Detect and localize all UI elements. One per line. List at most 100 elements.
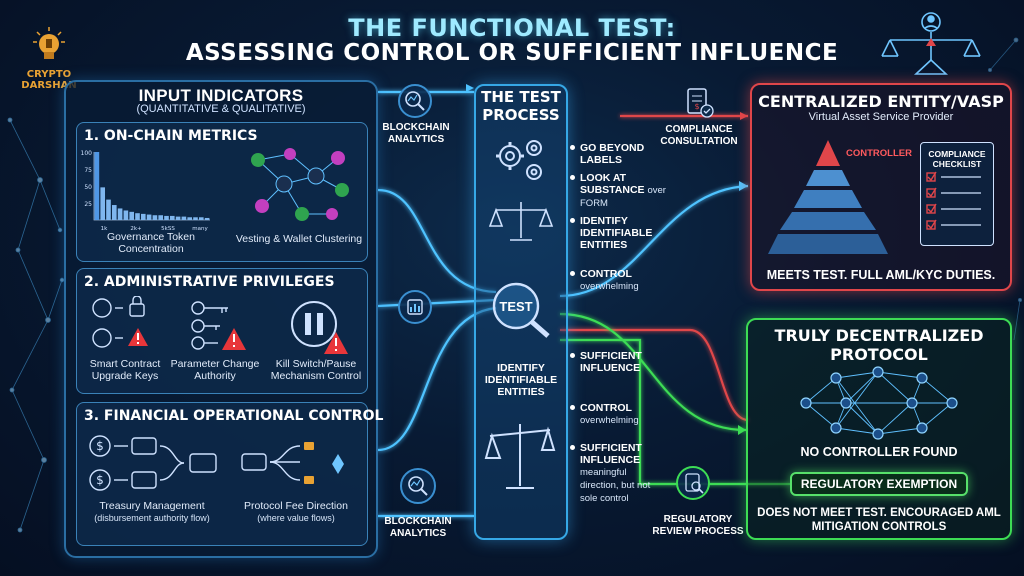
bullet-control-bottom: CONTROL overwhelming <box>570 402 660 427</box>
chart-bar <box>187 217 192 220</box>
balance-scale-icon <box>881 12 981 75</box>
lightbulb-icon <box>33 27 65 59</box>
gears-icon <box>496 140 542 180</box>
fee-direction-sublabel: (where value flows) <box>257 513 335 523</box>
test-lens-label: TEST <box>499 299 533 314</box>
chart-bar <box>170 215 175 220</box>
logo-text-line1: CRYPTO <box>26 69 72 80</box>
regulatory-exemption-badge: REGULATORY EXEMPTION <box>790 472 968 496</box>
test-lens-icon <box>492 282 550 338</box>
compliance-document-icon: $ <box>687 88 714 118</box>
chart-bar <box>106 199 111 220</box>
compliance-checklist: COMPLIANCE CHECKLIST <box>920 142 994 246</box>
chart-bar <box>94 152 100 220</box>
chart-bar <box>141 213 146 220</box>
centralized-subtitle: Virtual Asset Service Provider <box>808 111 954 123</box>
blockchain-analytics-bottom-label: BLOCKCHAIN ANALYTICS <box>384 516 452 539</box>
treasury-management-label: Treasury Management <box>99 500 205 512</box>
bullet-text: CONTROL <box>580 402 632 414</box>
magnifier-chart-icon <box>405 91 425 111</box>
chart-bar <box>135 213 140 220</box>
chart-bar <box>152 215 158 220</box>
bullet-text: SUFFICIENT INFLUENCE <box>580 350 642 374</box>
treasury-management-sublabel: (disbursement authority flow) <box>94 513 210 523</box>
chart-bar <box>146 214 152 220</box>
admin-privileges-title: 2. ADMINISTRATIVE PRIVILEGES <box>84 274 335 290</box>
bullet-subtext: overwhelming <box>580 415 639 426</box>
centralized-title: CENTRALIZED ENTITY/VASP <box>758 92 1004 111</box>
regulatory-review-icon <box>676 466 710 500</box>
regulatory-review-label: REGULATORY REVIEW PROCESS <box>652 514 744 537</box>
upgrade-keys-label: Smart Contract Upgrade Keys <box>89 358 161 382</box>
input-indicators-title: INPUT INDICATORS <box>138 86 304 105</box>
parameter-keys-icon <box>191 301 246 350</box>
bullet-influence-top: SUFFICIENT INFLUENCE <box>570 350 650 374</box>
financial-control-title: 3. FINANCIAL OPERATIONAL CONTROL <box>84 408 384 424</box>
token-concentration-caption: Governance Token Concentration <box>107 231 195 255</box>
bullet-text: IDENTIFY IDENTIFIABLE ENTITIES <box>580 215 653 251</box>
chart-x-tick: 1k <box>101 226 108 232</box>
blockchain-analytics-top-label: BLOCKCHAIN ANALYTICS <box>382 122 450 145</box>
chart-x-tick: many <box>192 226 208 232</box>
chart-bar <box>129 211 134 220</box>
chart-bar <box>112 205 117 220</box>
fee-direction-icon <box>241 442 344 484</box>
bullet-control-top: CONTROL overwhelming <box>570 268 660 293</box>
wallet-cluster-caption: Vesting & Wallet Clustering <box>235 233 363 245</box>
chart-axis <box>93 152 210 221</box>
financial-control-card <box>76 402 368 546</box>
bullet-text: SUFFICIENT INFLUENCE <box>580 442 642 466</box>
test-process-title: THE TEST PROCESS <box>481 88 561 124</box>
wallet-cluster-graph <box>251 148 349 221</box>
hierarchy-pyramid <box>768 140 888 254</box>
bullet-subtext: overwhelming <box>580 281 639 292</box>
chart-bar <box>123 210 129 220</box>
chart-y-tick: 100 <box>81 150 93 157</box>
bar-chart-icon <box>407 299 423 315</box>
bullet-identify-entities: IDENTIFY IDENTIFIABLE ENTITIES <box>570 215 666 251</box>
chart-y-tick: 25 <box>84 201 92 208</box>
checklist-title: COMPLIANCE CHECKLIST <box>928 149 986 169</box>
onchain-metrics-title: 1. ON-CHAIN METRICS <box>84 128 258 144</box>
controller-label: CONTROLLER <box>846 148 912 159</box>
bullet-subtext: meaningful direction, but not sole contr… <box>580 467 651 504</box>
upgrade-keys-icon <box>92 296 148 348</box>
chart-bar <box>164 215 169 220</box>
scales-icon-bottom <box>484 424 556 489</box>
chart-bar <box>158 215 163 220</box>
chart-bar <box>181 216 187 220</box>
chart-x-tick: 2k+ <box>130 226 142 232</box>
bullet-subtext: over FORM <box>580 185 666 209</box>
bullet-text: LOOK AT SUBSTANCE <box>580 172 645 196</box>
centralized-result: MEETS TEST. FULL AML/KYC DUTIES. <box>766 268 996 282</box>
svg-text:$: $ <box>96 439 104 453</box>
bullet-substance-over-form: LOOK AT SUBSTANCE over FORM <box>570 172 670 210</box>
parameter-change-label: Parameter Change Authority <box>170 358 260 382</box>
dashboard-icon <box>398 290 432 324</box>
bullet-text: GO BEYOND LABELS <box>580 142 645 166</box>
background-network <box>7 117 65 533</box>
decentralized-title: TRULY DECENTRALIZED PROTOCOL <box>774 326 984 364</box>
scales-icon-top <box>488 202 554 241</box>
chart-bar <box>204 217 210 220</box>
chart-bar <box>175 216 181 220</box>
analytics-icon-top <box>398 84 432 118</box>
magnifier-chart-icon-bottom <box>408 476 428 496</box>
chart-bar <box>100 187 105 220</box>
chart-bar <box>199 217 204 220</box>
svg-text:$: $ <box>96 473 104 487</box>
svg-text:$: $ <box>694 102 699 111</box>
onchain-metrics-card <box>76 122 368 262</box>
kill-switch-label: Kill Switch/Pause Mechanism Control <box>270 358 362 382</box>
chart-bar <box>193 217 198 220</box>
fee-direction-label: Protocol Fee Direction <box>244 500 348 512</box>
decentralized-result: DOES NOT MEET TEST. ENCOURAGED AML MITIG… <box>757 507 1001 533</box>
brand-logo: CRYPTO DARSHAN <box>14 26 84 91</box>
bullet-text: CONTROL <box>580 268 632 280</box>
bullet-go-beyond-labels: GO BEYOND LABELS <box>570 142 666 166</box>
input-indicators-subtitle: (QUANTITATIVE & QUALITATIVE) <box>136 103 306 115</box>
treasury-flow-icon: $$ <box>89 435 217 491</box>
analytics-icon-bottom <box>400 468 436 504</box>
page-title-line1: THE FUNCTIONAL TEST: <box>348 14 676 42</box>
